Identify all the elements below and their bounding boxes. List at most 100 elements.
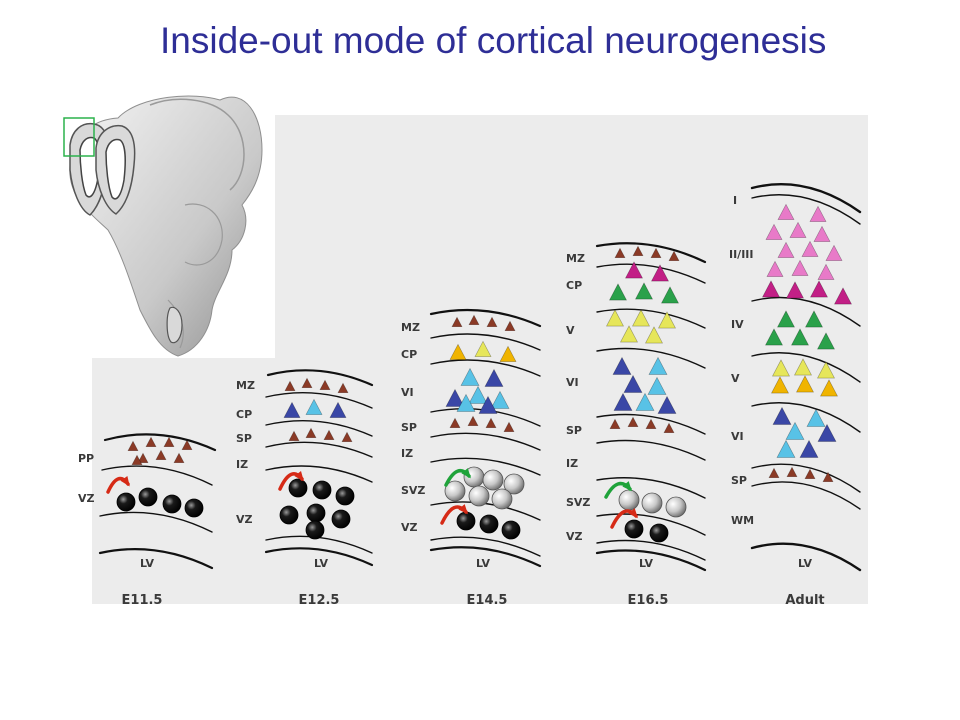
layer-boundary <box>751 463 861 493</box>
progenitor-cell <box>649 523 669 543</box>
intermediate-progenitor-cell <box>468 485 490 507</box>
layer-label: V <box>731 372 740 385</box>
neuron-triangle <box>468 314 480 326</box>
layer-boundary <box>430 457 541 476</box>
intermediate-progenitor-cell <box>444 480 466 502</box>
neuron-triangle <box>305 427 317 439</box>
neuron-triangle <box>766 260 784 277</box>
stage-label-adult: Adult <box>785 593 824 608</box>
layer-boundary <box>266 369 374 387</box>
layer-label: MZ <box>566 252 585 265</box>
intermediate-progenitor-cell <box>491 488 513 510</box>
layer-label: CP <box>401 348 417 361</box>
stage-label-e12: E12.5 <box>299 593 340 608</box>
layer-label: SP <box>731 474 747 487</box>
neuron-triangle <box>772 359 790 377</box>
neuron-triangle <box>804 468 816 480</box>
neuron-triangle <box>127 440 139 452</box>
neuron-triangle <box>817 423 837 442</box>
layer-boundary <box>751 296 861 327</box>
neuron-triangle <box>503 421 515 433</box>
neuron-triangle <box>467 415 479 427</box>
progenitor-cell <box>306 503 326 523</box>
neuron-triangle <box>635 392 655 411</box>
neuron-triangle <box>627 416 639 428</box>
neuron-triangle <box>620 325 638 343</box>
neuron-triangle <box>305 398 323 415</box>
neuron-triangle <box>131 454 143 466</box>
arrow-head <box>628 508 638 519</box>
neuron-triangle <box>445 388 465 407</box>
layer-label: VI <box>731 430 744 443</box>
neuron-triangle <box>625 261 643 279</box>
layer-label: IZ <box>401 447 413 460</box>
stage-label-e14: E14.5 <box>467 593 508 608</box>
neuron-triangle <box>484 368 504 387</box>
layer-label: II/III <box>729 248 753 261</box>
neuron-triangle <box>449 417 461 429</box>
slide-title: Inside-out mode of cortical neurogenesis <box>160 20 827 61</box>
neuron-triangle <box>490 390 510 409</box>
neuron-triangle <box>785 421 805 440</box>
neuron-triangle <box>809 205 827 222</box>
intermediate-progenitor-cell <box>665 496 687 518</box>
progenitor-cell <box>624 519 644 539</box>
neuron-triangle <box>632 245 644 257</box>
layer-boundary <box>98 548 214 570</box>
layer-boundary <box>99 511 213 533</box>
layer-boundary <box>596 263 706 284</box>
neuron-triangle <box>460 367 480 386</box>
neuron-triangle <box>817 361 835 379</box>
neuron-triangle <box>337 382 349 394</box>
arrow-head <box>458 504 468 515</box>
arrow-head <box>461 468 471 479</box>
layer-boundary <box>751 194 861 225</box>
lv-label-e11: LV <box>140 557 154 570</box>
layer-boundary <box>430 432 541 451</box>
neuron-triangle <box>485 417 497 429</box>
neuron-triangle <box>791 259 809 276</box>
progenitor-cell <box>501 520 521 540</box>
neuron-triangle <box>796 375 814 393</box>
layer-boundary <box>265 441 373 458</box>
neuron-triangle <box>504 320 516 332</box>
layer-boundary <box>596 513 706 536</box>
neuron-triangle <box>319 379 331 391</box>
layer-boundary <box>595 242 707 264</box>
progenitor-cell <box>162 494 182 514</box>
layer-label: CP <box>236 408 252 421</box>
layer-boundary <box>429 546 542 568</box>
layer-label: VZ <box>236 513 253 526</box>
neuron-triangle <box>817 263 835 280</box>
neuron-triangle <box>474 340 492 357</box>
neuron-triangle <box>776 439 796 458</box>
layer-boundary <box>751 402 861 433</box>
neuron-triangle <box>499 345 517 362</box>
neuron-triangle <box>765 223 783 240</box>
arrow-head <box>120 476 130 487</box>
layer-label: IZ <box>236 458 248 471</box>
neuron-triangle <box>650 247 662 259</box>
neuron-triangle <box>449 343 467 360</box>
layer-label: VI <box>566 376 579 389</box>
layer-boundary <box>265 465 373 483</box>
neuron-triangle <box>663 422 675 434</box>
neuron-triangle <box>612 356 632 375</box>
neuron-triangle <box>810 280 828 298</box>
neuron-triangle <box>648 356 668 375</box>
neuron-triangle <box>801 240 819 257</box>
intermediate-progenitor-cell <box>618 489 640 511</box>
layer-boundary <box>429 308 542 328</box>
neuron-triangle <box>468 385 488 404</box>
neuron-triangle <box>341 431 353 443</box>
progenitor-cell <box>305 520 325 540</box>
neuron-triangle <box>651 264 669 282</box>
layer-boundary <box>595 549 707 572</box>
layer-boundary <box>430 359 541 377</box>
intermediate-progenitor-cell <box>482 469 504 491</box>
layer-boundary <box>265 419 373 437</box>
layer-boundary <box>103 433 217 452</box>
progenitor-cell <box>312 480 332 500</box>
stage-label-e16: E16.5 <box>628 593 669 608</box>
neuron-triangle <box>777 310 795 328</box>
